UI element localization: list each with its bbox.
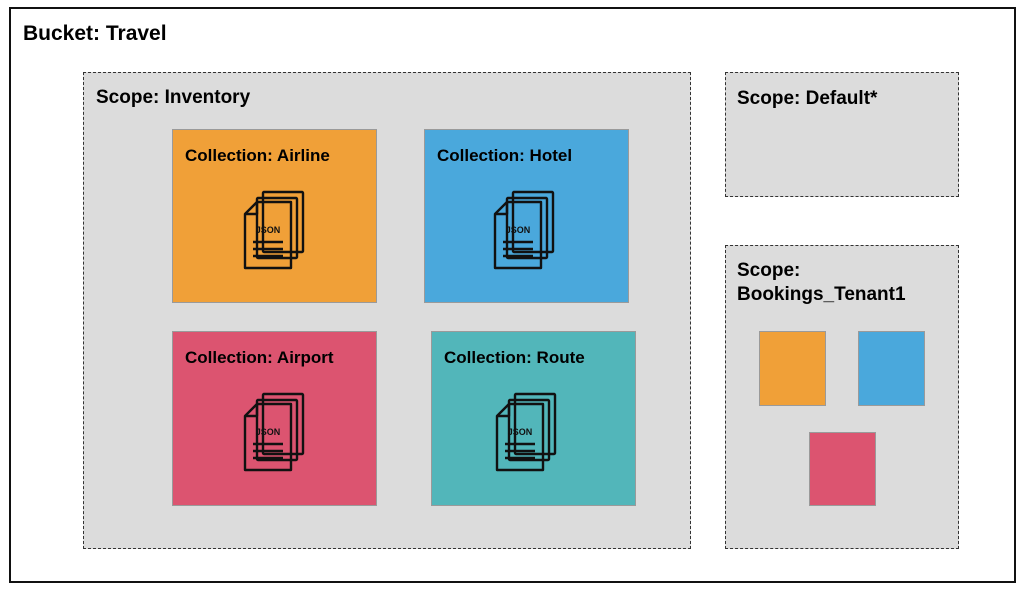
json-label: JSON bbox=[256, 225, 281, 235]
scope-default bbox=[725, 72, 959, 197]
collection-airline: Collection: Airline JSON bbox=[172, 129, 377, 303]
json-documents-icon: JSON bbox=[493, 190, 555, 270]
json-documents-icon: JSON bbox=[243, 392, 305, 472]
scope-bookings-title-line1: Scope: bbox=[737, 260, 801, 281]
collection-route-label: Collection: Route bbox=[444, 348, 585, 367]
json-label: JSON bbox=[508, 427, 533, 437]
collection-hotel-label: Collection: Hotel bbox=[437, 146, 573, 165]
collection-route: Collection: Route JSON bbox=[431, 331, 636, 506]
json-label: JSON bbox=[506, 225, 531, 235]
collection-airport-label: Collection: Airport bbox=[185, 348, 334, 367]
collection-airport: Collection: Airport JSON bbox=[172, 331, 377, 506]
json-documents-icon: JSON bbox=[243, 190, 305, 270]
scope-inventory-title: Scope: Inventory bbox=[96, 87, 251, 108]
scope-bookings-title-line2: Bookings_Tenant1 bbox=[737, 284, 906, 305]
bookings-collection-pink bbox=[809, 432, 876, 506]
bookings-collection-orange bbox=[759, 331, 826, 406]
scope-default-title: Scope: Default* bbox=[737, 88, 878, 109]
bookings-collection-blue bbox=[858, 331, 925, 406]
bucket-title: Bucket: Travel bbox=[23, 22, 167, 45]
collection-airline-label: Collection: Airline bbox=[185, 146, 330, 165]
collection-hotel: Collection: Hotel JSON bbox=[424, 129, 629, 303]
json-label: JSON bbox=[256, 427, 281, 437]
json-documents-icon: JSON bbox=[495, 392, 557, 472]
